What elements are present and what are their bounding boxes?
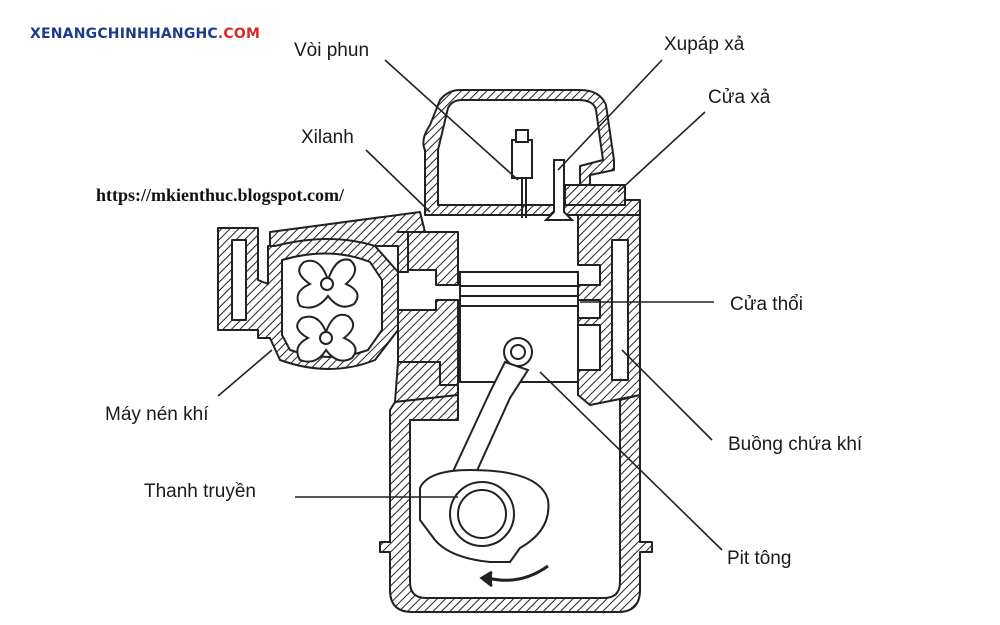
leader-xilanh — [365, 149, 431, 213]
label-voi-phun: Vòi phun — [294, 40, 370, 61]
leader-voi-phun — [384, 59, 519, 181]
watermark-url: https://mkienthuc.blogspot.com/ — [96, 185, 345, 205]
brand-main: XENANGCHINHHANGHC — [30, 26, 218, 42]
exhaust-port — [564, 184, 626, 206]
label-buong-chua-khi: Buồng chứa khí — [728, 434, 863, 455]
cylinder-head — [422, 89, 641, 216]
label-cua-xa: Cửa xả — [708, 87, 771, 108]
label-pit-tong: Pit tông — [727, 548, 792, 569]
exhaust-valve — [543, 159, 575, 221]
air-chamber-wall — [577, 214, 641, 406]
leader-buong-chua-khi — [621, 349, 713, 441]
compressor-housing — [217, 227, 399, 370]
brand-logo: XENANGCHINHHANGHC.COM — [30, 27, 260, 41]
cylinder-wall-left — [397, 231, 459, 286]
label-may-nen-khi: Máy nén khí — [105, 404, 209, 425]
leader-may-nen-khi — [217, 349, 273, 397]
label-xilanh: Xilanh — [301, 127, 354, 148]
label-thanh-truyen: Thanh truyền — [144, 481, 256, 502]
three-lobe-rotor-icon — [296, 258, 359, 363]
leader-xupap-xa — [557, 59, 663, 171]
fuel-injector — [511, 139, 533, 179]
leader-pit-tong — [539, 371, 723, 551]
curved-arrow-icon — [479, 564, 549, 588]
brand-suffix: .COM — [217, 26, 261, 42]
leader-cua-xa — [617, 111, 706, 193]
label-xupap-xa: Xupáp xả — [664, 34, 745, 55]
crankcase — [379, 394, 653, 613]
label-cua-thoi: Cửa thổi — [730, 294, 803, 315]
